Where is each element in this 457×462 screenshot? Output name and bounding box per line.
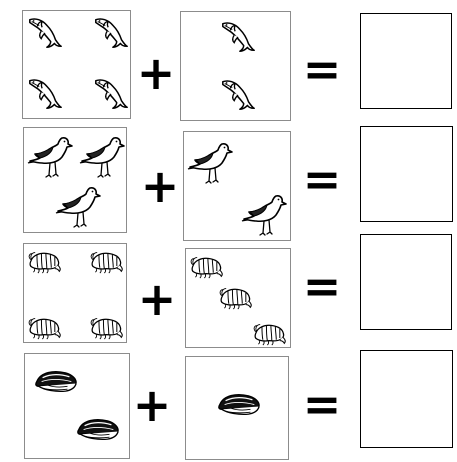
- row3-answer-box[interactable]: [360, 234, 452, 330]
- equals-sign: =: [302, 42, 342, 96]
- mussel-icon: [75, 416, 121, 445]
- shrimp-icon: [189, 254, 225, 279]
- equals-sign: =: [302, 152, 342, 206]
- seagull-icon: [186, 138, 234, 186]
- dolphin-icon: [26, 14, 64, 52]
- dolphin-icon: [219, 76, 257, 114]
- row3-left-panel: [23, 243, 127, 343]
- mussel-icon: [216, 391, 262, 420]
- seagull-icon: [54, 182, 102, 230]
- plus-sign: +: [136, 46, 176, 100]
- row4-answer-box[interactable]: [360, 350, 453, 448]
- shrimp-icon: [27, 315, 63, 340]
- dolphin-icon: [219, 18, 257, 56]
- row4-right-panel: [185, 356, 289, 460]
- equals-sign: =: [302, 377, 342, 431]
- row1-right-panel: [180, 11, 291, 121]
- row2-left-panel: [23, 127, 127, 233]
- shrimp-icon: [89, 249, 125, 274]
- row3-right-panel: [185, 248, 291, 348]
- shrimp-icon: [89, 315, 125, 340]
- row4-left-panel: [24, 353, 130, 459]
- plus-sign: +: [137, 272, 177, 326]
- plus-sign: +: [140, 159, 180, 213]
- row1-answer-box[interactable]: [360, 13, 452, 109]
- row2-answer-box[interactable]: [360, 126, 453, 222]
- seagull-icon: [78, 132, 126, 180]
- equals-sign: =: [302, 259, 342, 313]
- shrimp-icon: [218, 285, 254, 310]
- seagull-icon: [26, 132, 74, 180]
- plus-sign: +: [132, 378, 172, 432]
- dolphin-icon: [26, 75, 64, 113]
- dolphin-icon: [92, 14, 130, 52]
- row1-left-panel: [22, 10, 131, 119]
- dolphin-icon: [92, 75, 130, 113]
- seagull-icon: [240, 190, 288, 238]
- shrimp-icon: [27, 249, 63, 274]
- mussel-icon: [33, 368, 79, 397]
- row2-right-panel: [183, 131, 291, 241]
- shrimp-icon: [252, 321, 288, 346]
